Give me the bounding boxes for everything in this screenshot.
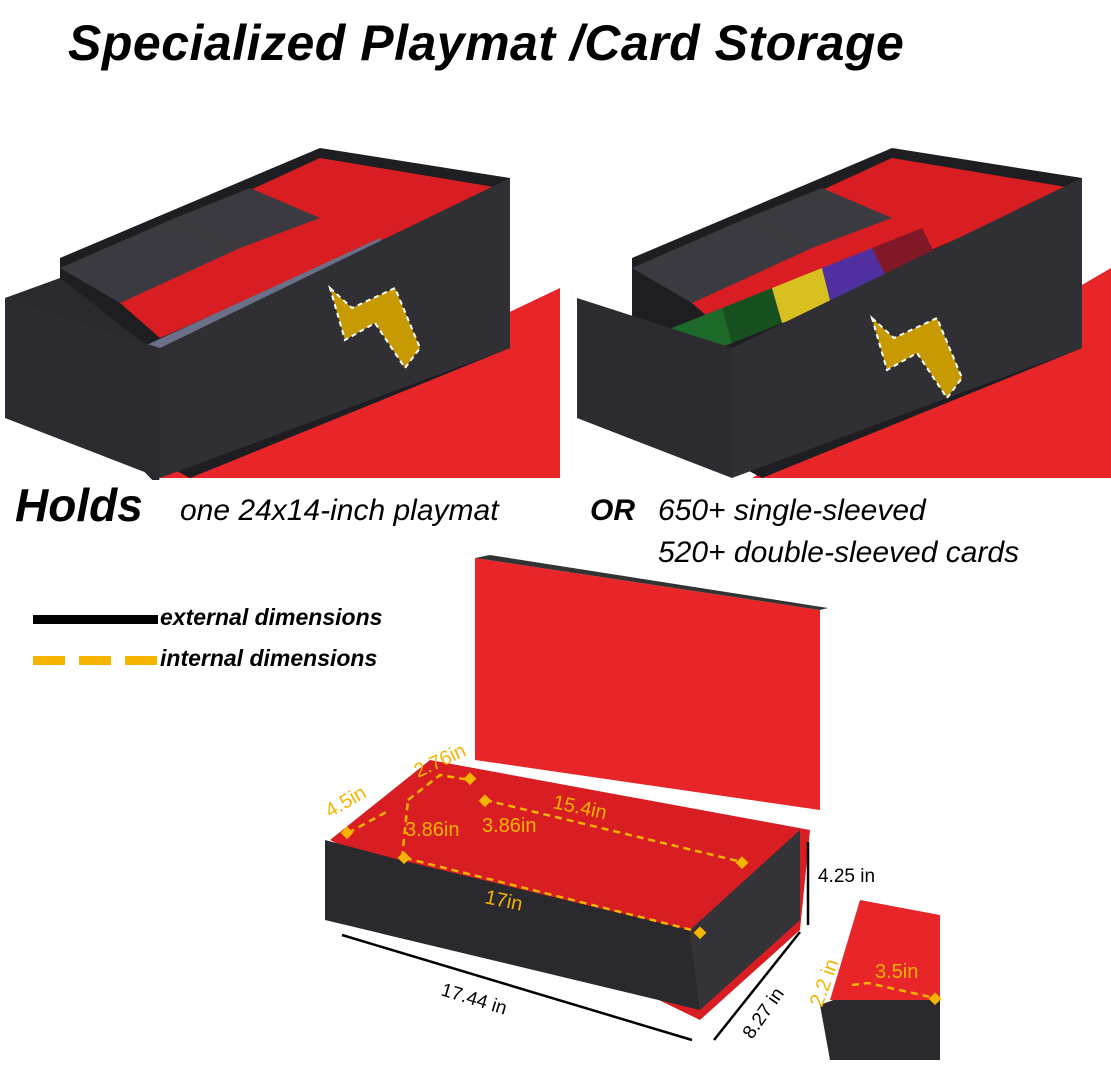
deck-box-blue: [60, 218, 240, 303]
caption-single: 650+ single-sleeved: [658, 494, 926, 527]
caption-or: OR: [590, 494, 635, 527]
dim-width: 8.27 in: [739, 984, 789, 1043]
dim-17in: 17in: [483, 886, 525, 915]
legend-external-label: external dimensions: [160, 604, 383, 630]
photo-card-storage: [572, 118, 1111, 480]
dim-4-5in: 4.5in: [322, 782, 371, 823]
caption-holds: Holds: [15, 479, 143, 531]
legend-internal-label: internal dimensions: [160, 645, 378, 671]
legend-internal-line: [33, 656, 158, 665]
legend-external-line: [33, 615, 158, 624]
external-dimension-lines: [341, 842, 810, 1042]
box-interior: [80, 158, 500, 338]
box-front: [5, 298, 160, 478]
dim-2-76in: 2.76in: [411, 740, 470, 783]
arrow-icon: [870, 314, 964, 400]
page-title: Specialized Playmat /Card Storage: [68, 15, 905, 71]
small-deck-box: [820, 990, 940, 1060]
open-lid: [475, 558, 820, 810]
deck-box-orange: [175, 188, 320, 248]
box-interior: [330, 760, 810, 1020]
arrow-icon: [328, 284, 422, 370]
caption-double: 520+ double-sleeved cards: [658, 536, 1020, 569]
dim-small-height: 2.2 in: [806, 956, 843, 1010]
dim-small-width: 3.5in: [875, 961, 918, 983]
dim-3-86in-a: 3.86in: [405, 819, 460, 841]
dim-3-86in-b: 3.86in: [482, 815, 537, 837]
dim-height: 4.25 in: [818, 866, 875, 887]
box-front: [325, 840, 700, 1010]
box-side: [690, 830, 800, 1010]
caption-playmat: one 24x14-inch playmat: [180, 494, 499, 527]
internal-dimension-lines: [347, 773, 936, 1000]
dim-length: 17.44 in: [439, 980, 510, 1020]
photo-playmat-storage: [0, 118, 562, 480]
dim-15-4in: 15.4in: [551, 791, 609, 824]
